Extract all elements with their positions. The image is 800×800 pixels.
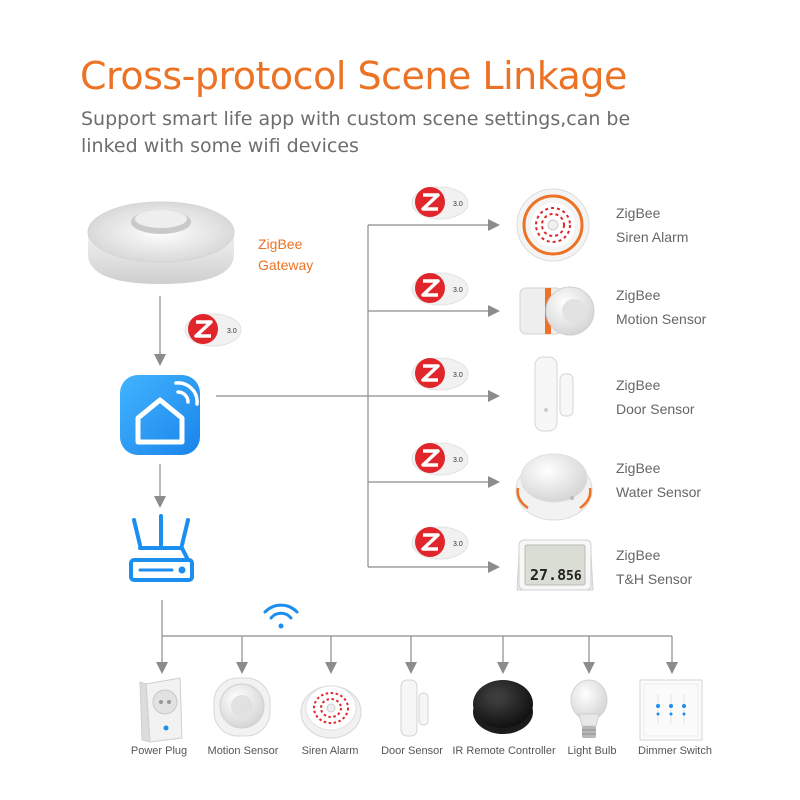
label-wifi-motion-sensor: Motion Sensor bbox=[207, 745, 279, 757]
label-line-1: ZigBee bbox=[616, 377, 661, 393]
subtitle-line-1: Support smart life app with custom scene… bbox=[81, 108, 631, 130]
label-ir-remote-controller: IR Remote Controller bbox=[452, 745, 556, 757]
label-line-2: T&H Sensor bbox=[616, 571, 693, 587]
label-line-2: Water Sensor bbox=[616, 484, 702, 500]
label-line-1: ZigBee bbox=[616, 547, 661, 563]
label-zigbee-th-sensor: ZigBee T&H Sensor bbox=[616, 543, 692, 591]
zigbee-badge-th: 3.0 bbox=[411, 526, 469, 560]
svg-text:3.0: 3.0 bbox=[453, 372, 463, 379]
label-wifi-door-sensor: Door Sensor bbox=[381, 745, 443, 757]
ir-remote-controller-device-icon bbox=[473, 680, 533, 734]
th-sensor-device-icon: 27.8 56 bbox=[516, 539, 594, 591]
wifi-motion-sensor-device-icon bbox=[213, 677, 271, 737]
zigbee-badge-water: 3.0 bbox=[411, 442, 469, 476]
smart-life-app-icon bbox=[120, 375, 200, 455]
zigbee-badge-gateway: 3.0 bbox=[184, 313, 242, 347]
label-zigbee-water-sensor: ZigBee Water Sensor bbox=[616, 456, 701, 504]
connector-lines bbox=[154, 219, 678, 674]
zigbee-badge-siren: 3.0 bbox=[411, 186, 469, 220]
gateway-label-line-1: ZigBee bbox=[258, 236, 303, 252]
label-zigbee-siren-alarm: ZigBee Siren Alarm bbox=[616, 201, 688, 249]
label-power-plug: Power Plug bbox=[130, 745, 188, 757]
label-line-1: ZigBee bbox=[616, 287, 661, 303]
wifi-icon bbox=[263, 603, 299, 629]
gateway-hub-icon bbox=[87, 201, 235, 284]
svg-text:3.0: 3.0 bbox=[453, 541, 463, 548]
label-line-1: ZigBee bbox=[616, 460, 661, 476]
svg-text:3.0: 3.0 bbox=[453, 457, 463, 464]
page-subtitle: Support smart life app with custom scene… bbox=[81, 106, 641, 160]
siren-alarm-device-icon bbox=[516, 188, 590, 262]
gateway-label-line-2: Gateway bbox=[258, 257, 314, 273]
svg-text:3.0: 3.0 bbox=[453, 287, 463, 294]
label-light-bulb: Light Bulb bbox=[567, 745, 617, 757]
label-line-2: Motion Sensor bbox=[616, 311, 707, 327]
router-icon bbox=[129, 514, 194, 582]
th-temp-readout: 27.8 bbox=[530, 566, 566, 584]
light-bulb-device-icon bbox=[570, 679, 608, 738]
page-title: Cross-protocol Scene Linkage bbox=[80, 54, 627, 98]
th-humidity-readout: 56 bbox=[566, 569, 582, 584]
label-line-1: ZigBee bbox=[616, 205, 661, 221]
motion-sensor-device-icon bbox=[519, 286, 595, 336]
wifi-siren-alarm-device-icon bbox=[300, 685, 362, 739]
gateway-label: ZigBee Gateway bbox=[258, 234, 313, 276]
zigbee-badge-door: 3.0 bbox=[411, 357, 469, 391]
water-sensor-device-icon bbox=[515, 453, 593, 521]
dimmer-switch-device-icon bbox=[639, 679, 703, 741]
svg-text:3.0: 3.0 bbox=[453, 201, 463, 208]
door-sensor-device-icon bbox=[534, 356, 574, 432]
subtitle-line-2: linked with some wifi devices bbox=[81, 135, 359, 157]
label-line-2: Siren Alarm bbox=[616, 229, 689, 245]
label-line-2: Door Sensor bbox=[616, 401, 695, 417]
label-zigbee-motion-sensor: ZigBee Motion Sensor bbox=[616, 283, 706, 331]
svg-text:3.0: 3.0 bbox=[227, 328, 237, 335]
power-plug-device-icon bbox=[139, 677, 183, 743]
wifi-door-sensor-device-icon bbox=[400, 679, 429, 737]
label-wifi-siren-alarm: Siren Alarm bbox=[301, 745, 359, 757]
label-dimmer-switch: Dimmer Switch bbox=[638, 745, 712, 757]
label-zigbee-door-sensor: ZigBee Door Sensor bbox=[616, 373, 695, 421]
zigbee-badge-motion: 3.0 bbox=[411, 272, 469, 306]
